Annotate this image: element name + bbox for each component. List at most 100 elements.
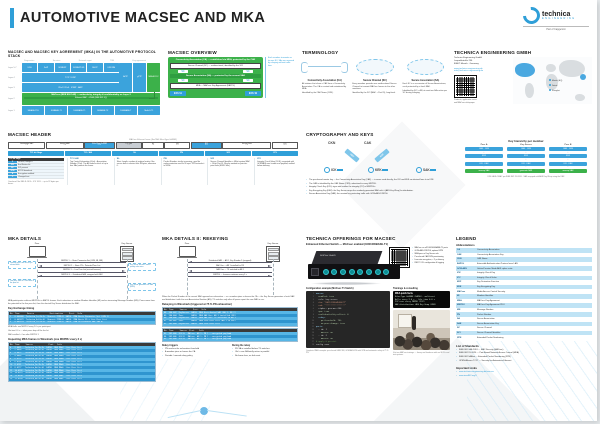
field-description-text: Short Length: number of payload octets i… (116, 160, 156, 168)
layer-label: Layer 2 (8, 98, 15, 100)
t1-connector (331, 268, 338, 275)
terminology-item: Connectivity Association (CA) All statio… (300, 57, 349, 96)
code-line: role: key-server (316, 298, 338, 301)
section-title: Terminology (302, 50, 339, 55)
field-name: PN (176, 142, 179, 145)
field-description-title: PN (163, 157, 167, 160)
actor-label: Peer (34, 243, 40, 245)
capture-row: 1 0.000000 Technica_1a:2b:3c Nearest-TPM… (9, 315, 155, 319)
table-row: KEK Key Encrypting Key (456, 284, 592, 290)
tci-desc: Changed text (17, 175, 64, 178)
product-caption: Enhanced Ethernet Switch — MACsec enable… (306, 243, 388, 246)
capture-rows: 88 180.002 KeyServer EAPOL MKA Distribut… (163, 311, 297, 326)
flow-arrow-icon: ↓ (567, 165, 569, 169)
stack-cell-mka: MKA 802.1X (147, 63, 160, 92)
capture-table: No. Time Source Prot. Info 4 2.0031 Tech… (8, 341, 156, 382)
arrow-down-icon: SC (243, 69, 253, 74)
code-caption: Complete YAML example: pre-shared CAK/CK… (306, 349, 389, 354)
section-title: Technica Engineering GmbH (454, 50, 532, 55)
link-item[interactable]: www.technica-engineering.de/macsec (456, 371, 592, 374)
capture-row: 6 4.0072 Technica_1a:2b:3c EAPOL MKA MN=… (9, 351, 155, 355)
key-server-actor: Key Server (258, 243, 288, 262)
frame-field: EtherType 0x88E5 2 B (84, 141, 115, 150)
callout-potential-peer: Potential peer: own MI not yet echoed ba… (8, 261, 36, 269)
field-description: TCI / AN Tag Control Information (6 bit)… (67, 157, 111, 186)
abbreviation-description: Secure Channel Identifier (477, 331, 501, 334)
crypto-bullet: The CAK is identified by the CAK Name (C… (306, 183, 456, 186)
macsec-bar-label: MACsec (IEEE 802.1AE) — authenticity, in… (51, 93, 131, 96)
flow-column-name: Peer B (564, 144, 572, 146)
capture-table: No. Time Source Prot. Info 93 182.006 EC… (162, 328, 298, 342)
abbreviation-description: Member Identifier (477, 295, 494, 298)
abbreviation: MKA (457, 299, 462, 302)
code-line: pn-threshold: 75% (316, 319, 342, 322)
abbreviation-description: Galois/Counter Mode AES cipher suite (477, 267, 513, 270)
table-row: CA Connectivity Association (456, 248, 592, 253)
table-row: XPN Extended Packet Numbering (456, 335, 592, 340)
abbreviation-description: Extended Packet Numbering (477, 336, 504, 339)
table-row: PN Packet Number (456, 312, 592, 317)
technica-logo-icon (519, 3, 544, 28)
section-offerings: Technica Offerings for MACsec Enhanced E… (306, 236, 450, 418)
terminology-item: Secure Channel (SC) Every member provide… (352, 57, 397, 96)
standard-item: IEEE 802.1X-2020 — Port-Based Network Ac… (456, 352, 592, 355)
terminology-diagram (403, 57, 448, 77)
t1-connector (348, 268, 355, 275)
table-row: SCI Secure Channel Identifier (456, 330, 592, 336)
training-title: Trainings & consulting (393, 288, 418, 290)
field-bytes: n B (245, 145, 249, 147)
abbreviation-description: Extensible Authentication Protocol over … (477, 263, 518, 266)
address-line: Technica Engineering GmbH (454, 57, 482, 59)
field-description-title: SCI (210, 157, 215, 160)
rekey-sequence-diagram: Peer Key Server Distributed SAK — AN 1, … (162, 243, 298, 295)
field-description-title: ICV (257, 157, 261, 160)
photo-caption: Visit our MACsec trainings — theory and … (393, 351, 450, 356)
code-line: rekey: (316, 316, 326, 319)
message-arrow (38, 275, 126, 278)
frame-field: SL 1 B (142, 141, 164, 150)
contact-line[interactable]: info@technica-engineering.de (454, 70, 484, 73)
abbreviation: MI (457, 295, 460, 298)
abbreviation-description: Key Encrypting Key (477, 286, 496, 289)
crypto-bullet: The pre-shared master key — the Connecti… (306, 179, 456, 182)
peer-link-shape (300, 62, 349, 73)
sequence-message: MKPDU 1 — Basic Parameter Set (CKN, MI, … (38, 260, 126, 264)
flow-box: CAK · CKN (549, 147, 587, 151)
flow-arrow-icon: ↓ (567, 157, 569, 161)
flow-box: KDF (465, 154, 503, 159)
section-title: MACsec Overview (168, 50, 217, 55)
terminology-text: Identified by the CAK Name (CKN). (302, 92, 334, 94)
capture-row: 95 182.008 ECU A MACsec AN 1, PN 2 — enc… (163, 338, 297, 341)
abbreviation: SAK (457, 322, 462, 325)
contact-line[interactable]: www.technica-engineering.de (454, 67, 483, 70)
map-location-label: Munich (HQ) (549, 79, 562, 82)
facts-line: Hello every 2.0 s · life time 6.0 s (395, 298, 435, 301)
field-description: PN Packet Number: strictly increasing, u… (160, 157, 205, 186)
standard-item: IEEE 802.1AE-2018 — MAC Security (MACsec… (456, 349, 592, 352)
link-item[interactable]: www.ieee802.org/1 (456, 375, 592, 378)
terminology-items: Connectivity Association (CA) All statio… (300, 57, 448, 96)
capture-header: No. Time Source Prot. Info (9, 342, 155, 347)
flow-column-name: Key Server (520, 144, 532, 146)
rekey-triggers: PN reaches the exhaustion thresholdA mem… (162, 348, 228, 358)
abbreviation-description: Key Derivation Function (477, 281, 500, 284)
facts-terminal: MKA quick facts EtherType 0x888E (EAPOL)… (393, 291, 450, 309)
capture-rows: 1 0.000000 Technica_1a:2b:3c Nearest-TPM… (9, 315, 155, 324)
stack-cell: 10BASE-T1S (22, 106, 45, 115)
t1-connector (374, 268, 381, 275)
stack-cell: UDS (22, 63, 38, 72)
abbreviation-description: Connectivity Association Key (477, 253, 504, 256)
tci-bit: ES (8, 163, 17, 166)
t1-connector (365, 268, 372, 275)
config-code-block: macsec: enabled: true role: key-server c… (306, 291, 390, 348)
terminology-text: Identified by SCI + AN; at most two SAs … (402, 89, 448, 95)
abbreviation-description: Secure Channel (477, 327, 492, 330)
abbreviation: SA (457, 318, 460, 321)
capture-row: 92 182.004 KeyServer EAPOL MKA Live Peer… (163, 322, 297, 326)
capture-row: 94 182.006 ECU B MACsec AN 1, PN 1 — enc… (163, 335, 297, 338)
stack-group-label: Services (52, 60, 61, 62)
table-row: ICV Integrity Check Value (456, 275, 592, 281)
frame-label: MACsec Ethernet frame (SecTAG EtherType … (129, 139, 177, 141)
